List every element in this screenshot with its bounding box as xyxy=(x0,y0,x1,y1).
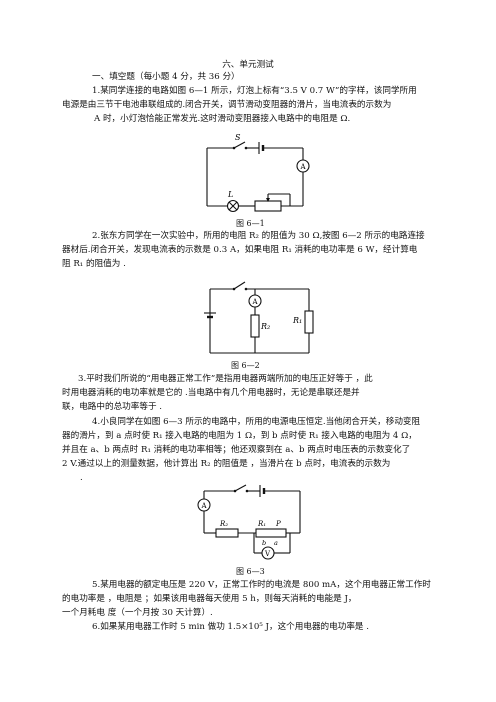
question-4-line-4: 2 V.通过以上的测量数据，他计算出 R₂ 的阻值是 ，当滑片在 b 点时，电流… xyxy=(62,459,391,469)
point-label-a: a xyxy=(274,539,278,547)
rheostat-icon xyxy=(254,200,282,212)
question-5-line-1: 5.某用电器的额定电压是 220 V，正常工作时的电流是 800 mA，这个用电… xyxy=(92,580,431,590)
question-5-line-3: 一个月耗电 度（一个月按 30 天计算）. xyxy=(62,608,213,618)
ammeter-icon xyxy=(197,498,211,512)
switch-label-s: S xyxy=(235,133,241,142)
switch-blade-icon xyxy=(233,141,246,149)
rheostat-r1-icon xyxy=(255,528,287,538)
switch-blade-icon xyxy=(233,281,246,290)
question-4-line-5: . xyxy=(80,473,83,483)
question-3-line-1: 3.平时我们所说的“用电器正常工作”是指用电器两端所加的电压正好等于 ，此 xyxy=(78,374,373,384)
figure-caption-6-1: 图 6—1 xyxy=(236,219,265,228)
question-1-line-3: A 时，小灯泡恰能正常发光.这时滑动变阻器接入电路中的电阻是 Ω. xyxy=(94,114,351,124)
question-4-line-2: 器的滑片，到 a 点时使 R₁ 接入电路的电阻为 1 Ω，到 b 点时使 R₁ … xyxy=(62,431,417,441)
figure-caption-6-3: 图 6—3 xyxy=(236,567,265,576)
point-label-b: b xyxy=(262,539,266,547)
lamp-label-l: L xyxy=(227,190,233,199)
resistor-r2-label: R₂ xyxy=(219,520,228,528)
question-2-line-3: 阻 R₁ 的阻值为 . xyxy=(62,259,126,269)
voltmeter-label: V xyxy=(264,550,271,558)
circuit-figure-6-1: S A L xyxy=(206,133,310,213)
question-5-line-2: 的电功率是 ，电阻是 ；如果该用电器每天使用 5 h，则每天消耗的电能是 J， xyxy=(62,594,357,604)
question-3-line-3: 联，电路中的总功率等于 . xyxy=(62,402,162,412)
ammeter-label: A xyxy=(252,298,259,306)
question-1-line-1: 1.某同学连接的电路如图 6—1 所示，灯泡上标有“3.5 V 0.7 W”的字… xyxy=(92,86,417,96)
question-4-line-1: 4.小良同学在如图 6—3 所示的电路中，所用的电源电压恒定.当他闭合开关，移动… xyxy=(92,417,421,427)
question-1-line-2: 电源是由三节干电池串联组成的.闭合开关，调节滑动变阻器的滑片，当电流表的示数为 xyxy=(62,100,392,110)
question-4-line-3: 并且在 a、b 两点时 R₁ 消耗的电功率相等；他还观察到在 a、b 两点时电压… xyxy=(62,445,411,455)
resistor-r1-label: R₁ xyxy=(257,520,266,528)
ammeter-label: A xyxy=(300,163,307,171)
circuit-figure-6-3: A R₂ R₁ P b a V xyxy=(197,484,301,560)
resistor-r2-label: R₂ xyxy=(260,322,270,331)
slider-label-p: P xyxy=(275,520,281,528)
question-2-line-2: 器材后.闭合开关，发现电流表的示数是 0.3 A，如果电阻 R₁ 消耗的电功率是… xyxy=(62,245,418,255)
lamp-icon xyxy=(226,199,240,213)
resistor-r2-icon xyxy=(215,528,239,538)
switch-blade-icon xyxy=(234,484,247,492)
question-2-line-1: 2.张东方同学在一次实验中，所用的电阻 R₂ 的阻值为 30 Ω,按图 6—2 … xyxy=(92,231,425,241)
ammeter-label: A xyxy=(201,502,208,510)
question-3-line-2: 时用电器消耗的电功率就是它的 .当电路中有几个用电器时，无论是串联还是并 xyxy=(62,388,360,398)
section-heading: 一、填空题（每小题 4 分，共 36 分） xyxy=(92,72,240,82)
resistor-r1-icon xyxy=(304,310,314,334)
circuit-figure-6-2: A R₂ R₁ xyxy=(204,281,314,354)
question-6-line-1: 6.如果某用电器工作时 5 min 做功 1.5×10⁵ J，这个用电器的电功率… xyxy=(92,622,369,632)
resistor-r1-label: R₁ xyxy=(292,316,302,325)
resistor-r2-icon xyxy=(250,314,260,338)
page-title: 六、单元测试 xyxy=(222,60,274,70)
figure-caption-6-2: 图 6—2 xyxy=(231,361,260,370)
